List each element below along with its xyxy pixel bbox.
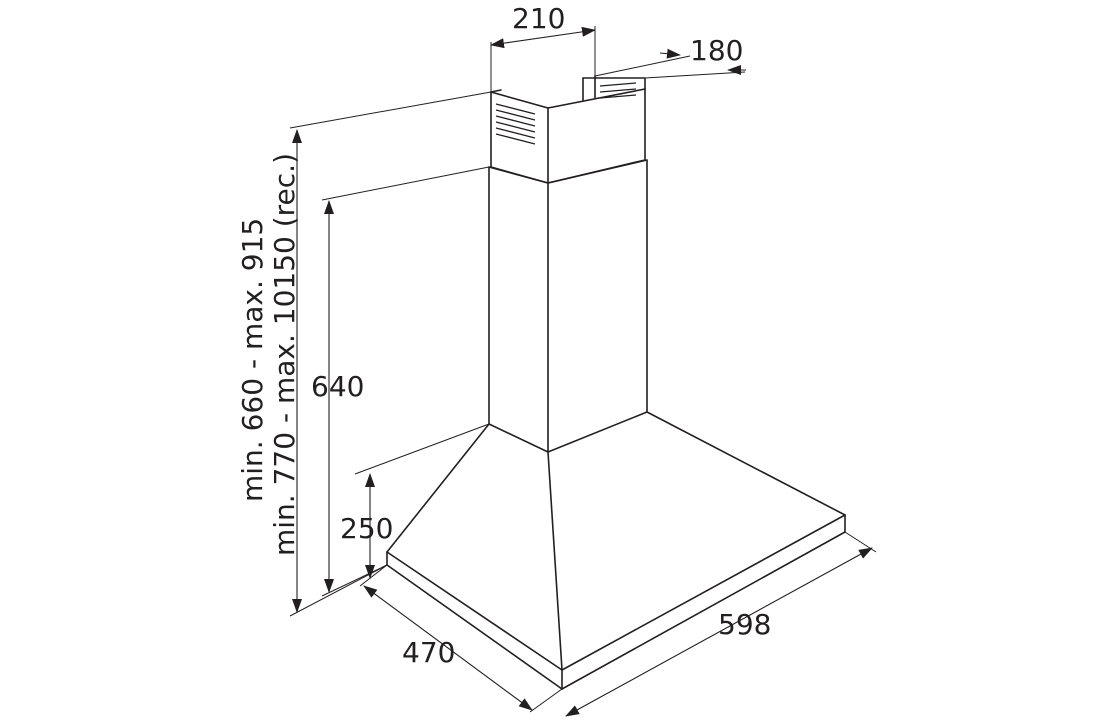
dim-label-180: 180	[690, 34, 743, 67]
vent-slots-right	[599, 82, 637, 99]
lower-chimney	[488, 159, 648, 453]
canopy	[386, 411, 846, 690]
dimension-lines	[289, 26, 877, 717]
dim-label-total-height-1: min. 660 - max. 915	[236, 218, 269, 502]
vent-slots-left	[495, 103, 536, 145]
upper-chimney	[490, 75, 646, 184]
dim-label-250: 250	[340, 512, 393, 545]
dim-label-470: 470	[402, 636, 455, 669]
hood-outline	[386, 75, 846, 690]
dim-label-total-height-2: min. 770 - max. 10150 (rec.)	[268, 153, 301, 556]
dim-label-598: 598	[718, 608, 771, 641]
dimension-labels: 210 180 640 250 470 598 min. 660 - max. …	[236, 2, 771, 669]
dim-label-640: 640	[311, 370, 364, 403]
dim-label-210: 210	[512, 2, 565, 35]
